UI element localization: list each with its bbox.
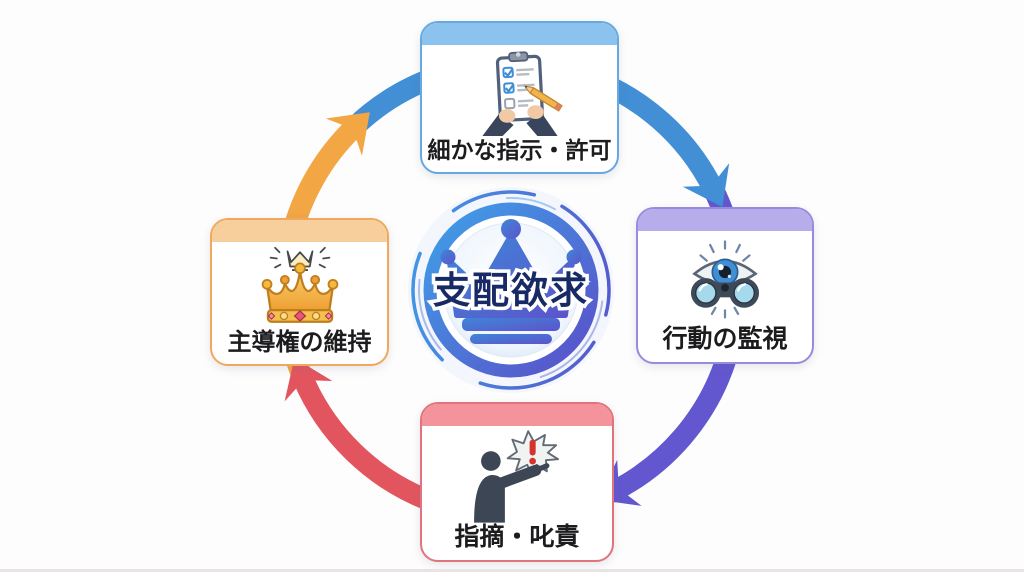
node-behavior-monitoring: 行動の監視 xyxy=(636,207,814,364)
node-right-header-bar xyxy=(638,209,812,231)
node-bottom-label: 指摘・叱責 xyxy=(454,522,580,551)
node-right-label: 行動の監視 xyxy=(662,324,788,353)
arrowhead-bottom-to-left xyxy=(284,358,333,402)
node-detailed-instructions: 細かな指示・許可 xyxy=(420,21,619,174)
node-bottom-icon-area xyxy=(422,426,612,524)
pointing-scold-icon xyxy=(474,430,559,523)
big-crown xyxy=(261,262,338,323)
small-crown xyxy=(286,250,313,268)
node-left-header-bar xyxy=(212,220,387,242)
badge-outer-dashes xyxy=(411,190,611,390)
pencil-icon xyxy=(522,85,563,113)
node-left-label: 主導権の維持 xyxy=(227,329,372,356)
gold-crown-icon xyxy=(261,246,338,323)
node-scolding: 指摘・叱責 xyxy=(420,402,614,562)
center-badge: 支配欲求 xyxy=(408,187,614,393)
arrowhead-top-to-right xyxy=(682,163,730,207)
exclamation-mark xyxy=(529,439,536,456)
arrowhead-left-to-top xyxy=(325,112,370,156)
crown-badge-icon xyxy=(440,219,582,344)
center-label: 支配欲求 xyxy=(433,270,589,311)
node-bottom-header-bar xyxy=(422,404,612,426)
node-keep-initiative: 主導権の維持 xyxy=(210,218,389,366)
sparkle-lines xyxy=(269,246,330,269)
clipboard-checklist-icon xyxy=(481,51,563,137)
binoculars-eye-icon xyxy=(690,240,760,319)
node-top-label: 細かな指示・許可 xyxy=(427,136,612,163)
node-top-header-bar xyxy=(422,23,617,45)
node-top-icon-area xyxy=(422,45,617,138)
badge-inner-dashes xyxy=(418,197,604,383)
node-right-icon-area xyxy=(638,231,812,326)
node-left-icon-area xyxy=(212,242,387,330)
